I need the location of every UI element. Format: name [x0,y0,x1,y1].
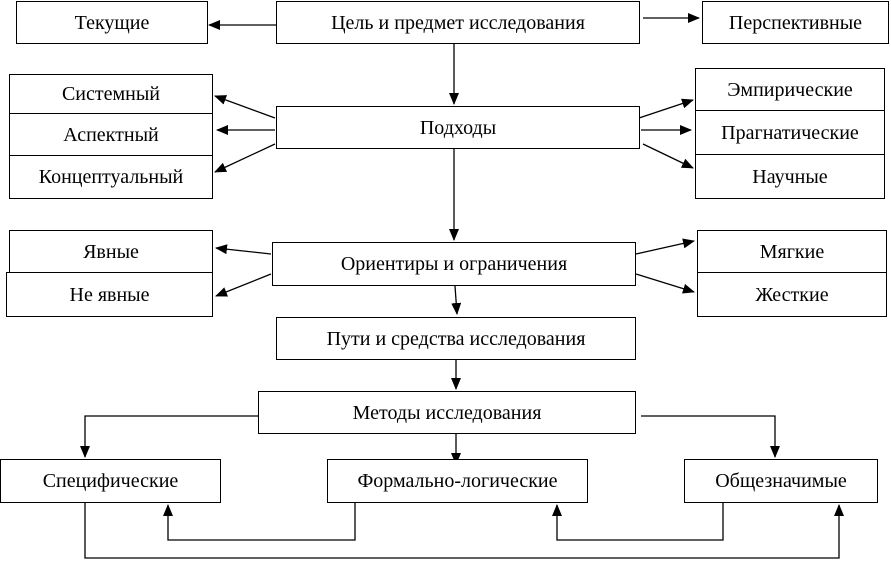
box-explicit: Явные [9,230,213,273]
label-hard: Жесткие [755,283,829,306]
arrow-approaches-to-empirical [638,98,694,119]
arrow-guidelines-to-hard [635,273,695,294]
arrow-specific-to-general [84,503,844,559]
arrow-general-to-formal [552,503,724,541]
box-general: Общезначимые [684,459,878,503]
arrow-approaches-to-scientific [642,143,694,169]
label-empirical: Эмпирические [727,78,853,101]
box-specific: Специфические [0,459,221,503]
label-formal-logical: Формально-логические [357,470,558,492]
arrow-guidelines-to-implicit [215,273,272,297]
box-approaches: Подходы [276,106,640,149]
box-soft: Мягкие [697,230,887,273]
arrow-guidelines-to-soft [635,238,695,255]
label-paths: Пути и средства исследования [326,327,586,350]
box-empirical: Эмпирические [695,68,885,111]
label-general: Общезначимые [715,470,847,492]
arrow-approaches-to-systemic [214,95,276,119]
arrow-methods-to-general [641,415,780,458]
label-pragmatic: Прагнатические [721,121,859,144]
box-goal: Цель и предмет исследования [276,1,640,44]
box-guidelines: Ориентиры и ограничения [272,242,636,286]
box-current: Текущие [16,1,208,44]
label-current: Текущие [74,11,150,34]
box-systemic: Системный [9,74,213,114]
box-hard: Жесткие [697,272,887,317]
box-aspect: Аспектный [9,113,213,156]
label-conceptual: Концептуальный [38,166,184,188]
label-perspective: Перспективные [728,11,863,34]
label-scientific: Научные [752,165,828,188]
box-implicit: Не явные [6,272,213,317]
label-systemic: Системный [61,83,161,105]
label-methods: Методы исследования [352,401,542,424]
label-specific: Специфические [42,470,179,492]
label-implicit: Не явные [69,283,150,306]
label-explicit: Явные [83,240,139,263]
label-soft: Мягкие [759,240,825,263]
box-pragmatic: Прагнатические [695,110,885,155]
arrow-guidelines-to-explicit [215,244,272,255]
arrow-methods-to-specific [80,415,258,458]
label-goal: Цель и предмет исследования [331,11,585,34]
label-approaches: Подходы [419,116,497,139]
box-conceptual: Концептуальный [9,155,213,199]
box-methods: Методы исследования [258,391,636,434]
box-perspective: Перспективные [702,1,889,44]
arrow-guidelines-to-paths [451,285,462,315]
label-aspect: Аспектный [63,123,159,146]
arrow-approaches-to-conceptual [214,143,276,173]
box-scientific: Научные [695,154,885,199]
box-formal-logical: Формально-логические [327,459,588,503]
label-guidelines: Ориентиры и ограничения [340,253,568,275]
arrow-formal-to-specific [163,503,356,541]
box-paths: Пути и средства исследования [276,317,636,360]
